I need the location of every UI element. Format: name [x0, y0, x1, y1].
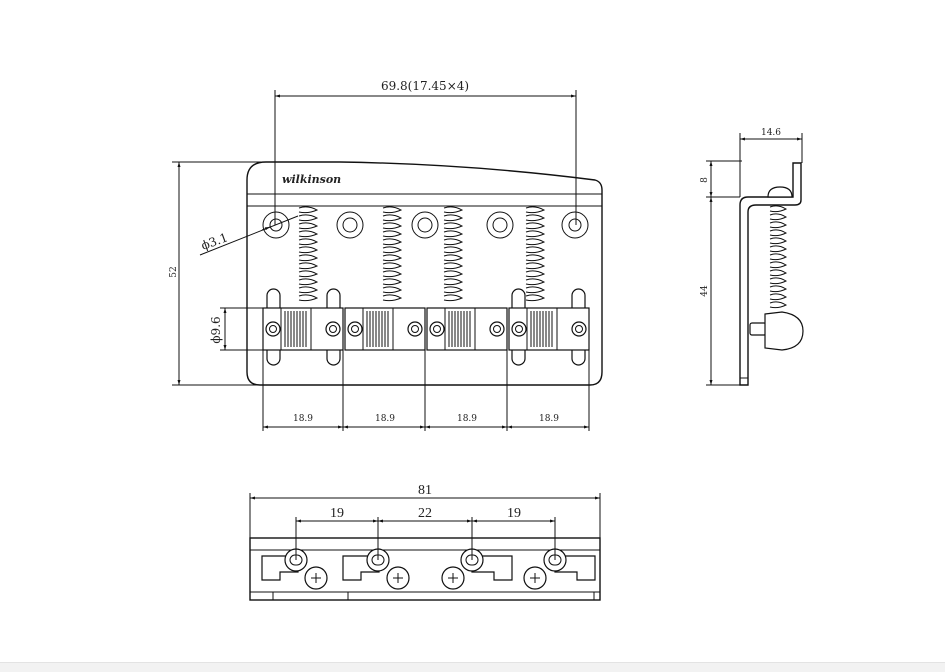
logo: wilkinson [282, 173, 341, 186]
page-footer-strip [0, 662, 945, 672]
front-saddle [261, 548, 308, 581]
saddles [262, 307, 590, 351]
saddle-width-label: 18.9 [375, 414, 395, 424]
grub-screw-icon [489, 321, 505, 337]
spring [298, 206, 319, 302]
front-saddle [342, 548, 390, 581]
screw-head [767, 186, 793, 198]
string-spacing-label: 19 [507, 506, 521, 521]
depth-dimension: 14.6 [761, 128, 781, 138]
intonation-springs [298, 206, 546, 302]
front-saddles [261, 548, 596, 590]
saddle [262, 307, 344, 351]
saddle [508, 307, 590, 351]
string-spacing-label: 19 [330, 506, 344, 521]
grub-screw-icon [511, 321, 527, 337]
grub-screw-icon [325, 321, 341, 337]
saddle-diameter-dimension: ϕ9.6 [209, 316, 223, 343]
grub-screw-icon [429, 321, 445, 337]
grub-screw-icon [347, 321, 363, 337]
saddle-pin [749, 322, 767, 336]
plate-height-dimension: 44 [700, 285, 710, 297]
grub-screw-icon [265, 321, 281, 337]
total-width-dimension: 81 [418, 483, 432, 498]
saddle-width-dimensions: 18.9 18.9 18.9 18.9 [262, 350, 590, 431]
phillips-screw-icon [523, 566, 547, 590]
height-dimension: 52 [169, 266, 179, 277]
top-height-dimension: 8 [700, 177, 710, 183]
saddle [426, 307, 508, 351]
string-spacing-label: 22 [418, 506, 432, 521]
mounting-holes [262, 211, 589, 239]
grub-screw-icon [571, 321, 587, 337]
grub-screw-icon [407, 321, 423, 337]
spring [382, 206, 403, 302]
phillips-screw-icon [386, 566, 410, 590]
spring [443, 206, 464, 302]
saddle-width-label: 18.9 [457, 414, 477, 424]
saddle-side [764, 311, 804, 351]
front-saddle [543, 548, 596, 581]
front-view: 81 19 22 19 [249, 483, 601, 601]
side-spring [769, 205, 788, 309]
spring [525, 206, 546, 302]
phillips-screw-icon [304, 566, 328, 590]
phillips-screw-icon [441, 566, 465, 590]
side-plate [739, 162, 802, 386]
saddle [344, 307, 426, 351]
hole-spacing-dimension: 69.8(17.45×4) [381, 79, 469, 93]
front-plate [249, 537, 601, 601]
front-saddle [460, 548, 513, 581]
saddle-width-label: 18.9 [539, 414, 559, 424]
top-view: wilkinson 69.8(17.45×4) 52 ϕ3.1 [169, 79, 603, 431]
side-view: 14.6 8 44 [700, 128, 804, 386]
saddle-width-label: 18.9 [293, 414, 313, 424]
